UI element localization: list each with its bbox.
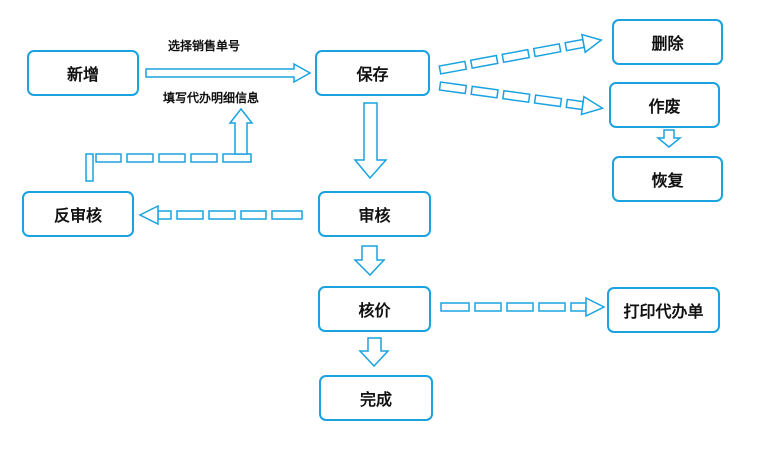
node-unaudit[interactable]: 反审核 — [22, 191, 134, 237]
arrow-price-to-print — [440, 296, 606, 318]
node-delete[interactable]: 删除 — [612, 19, 723, 65]
node-print[interactable]: 打印代办单 — [607, 287, 720, 333]
node-save[interactable]: 保存 — [315, 50, 430, 96]
node-void[interactable]: 作废 — [609, 82, 720, 128]
edge-label-fill-detail: 填写代办明细信息 — [163, 91, 260, 105]
arrow-audit-to-unaudit — [138, 204, 303, 226]
edge-label-select-order: 选择销售单号 — [168, 39, 241, 53]
arrow-save-to-audit — [353, 102, 388, 180]
node-restore[interactable]: 恢复 — [612, 156, 723, 202]
node-price[interactable]: 核价 — [318, 286, 431, 332]
node-add[interactable]: 新增 — [27, 50, 139, 96]
arrow-price-to-done — [358, 337, 390, 368]
arrow-save-to-delete — [438, 33, 603, 75]
arrow-add-to-save — [145, 62, 312, 84]
node-done[interactable]: 完成 — [319, 375, 433, 421]
arrow-void-to-restore — [655, 129, 683, 148]
node-audit[interactable]: 审核 — [318, 191, 431, 237]
arrow-audit-to-price — [353, 245, 386, 277]
arrow-save-to-void — [438, 81, 605, 116]
arrow-unaudit-to-save — [85, 107, 254, 182]
